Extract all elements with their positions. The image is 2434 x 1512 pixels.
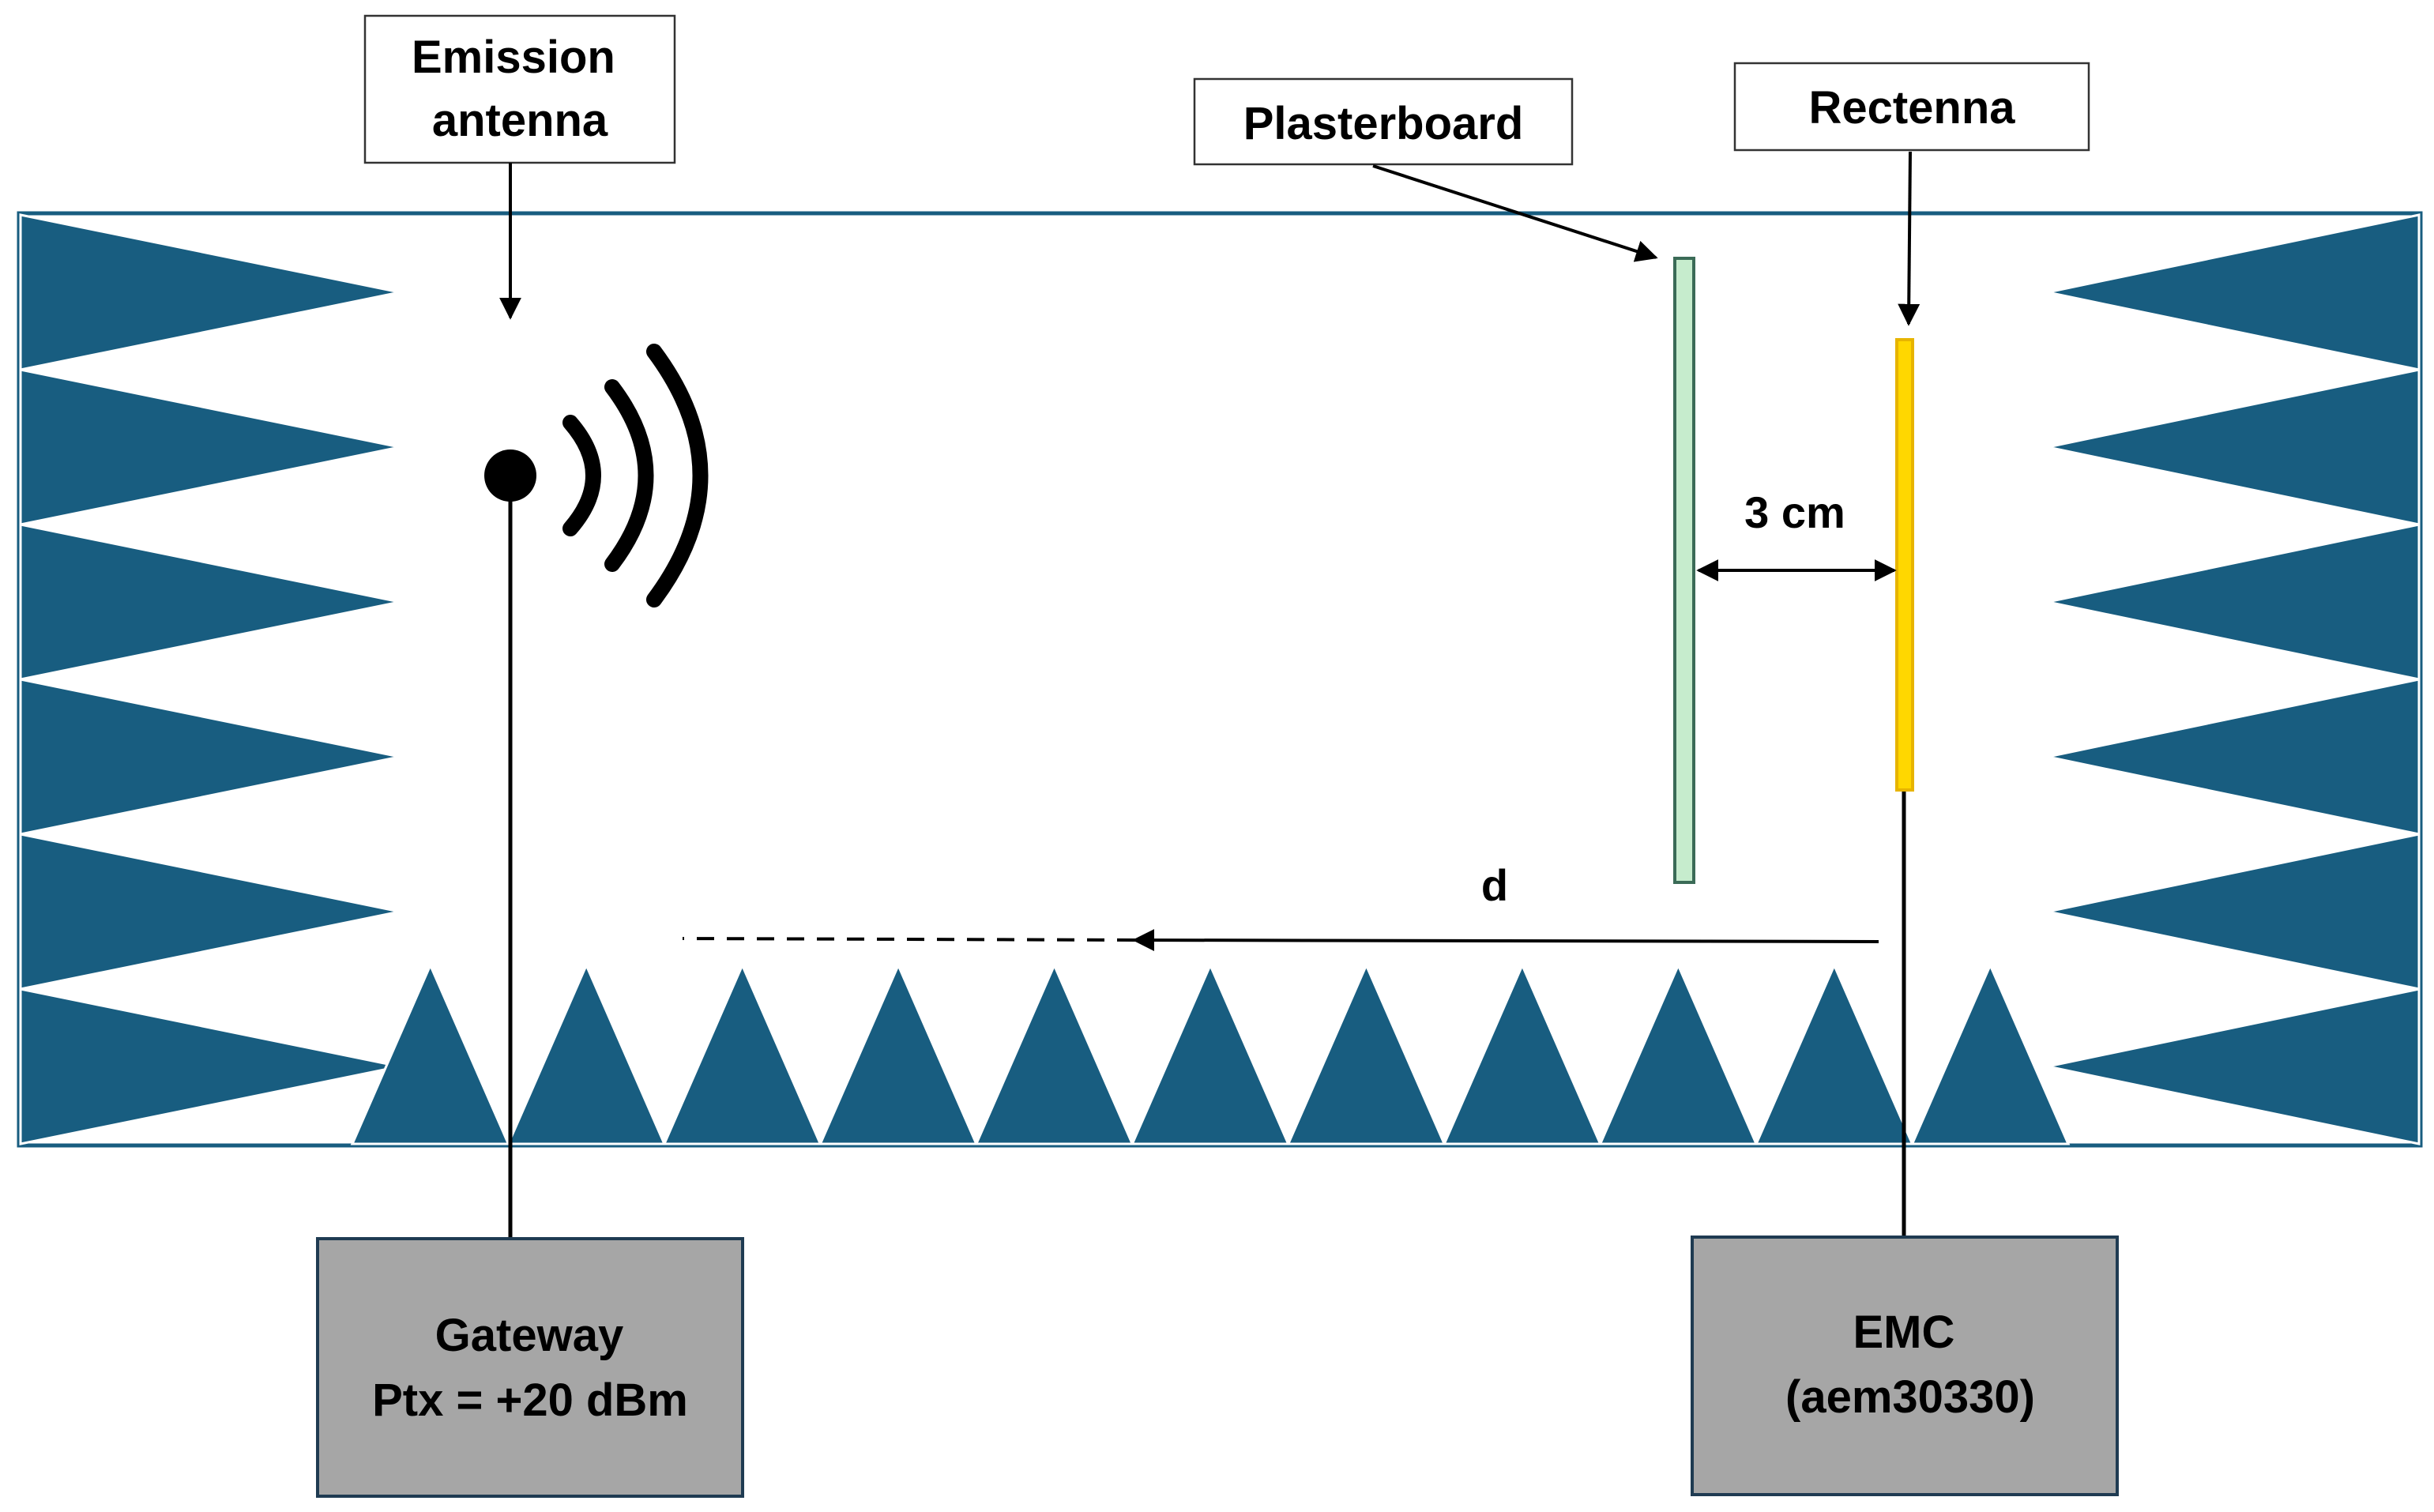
right-absorber-cone (2047, 678, 2421, 836)
gateway-box: Gateway Ptx = +20 dBm (316, 1237, 744, 1498)
emc-box: EMC (aem30330) (1691, 1236, 2119, 1496)
gateway-label-line2: Ptx = +20 dBm (372, 1375, 688, 1426)
callout-arrow (1372, 164, 1658, 262)
floor-absorber-cone (662, 962, 822, 1145)
floor-absorber-cone (1598, 962, 1759, 1145)
distance-dashed-line (682, 937, 1135, 942)
rectenna-callout: Rectenna (1733, 62, 2090, 326)
emc-label: EMC (aem30330) (1785, 1307, 2035, 1423)
left-absorber-cone (19, 833, 401, 991)
antenna-source-dot (484, 449, 536, 502)
callout-box (1193, 77, 1574, 166)
plasterboard-callout: Plasterboard (1193, 77, 1658, 262)
left-absorber-cone (19, 523, 401, 681)
callout-label-line2: antenna (432, 95, 608, 146)
left-wall-absorbers (19, 213, 401, 1145)
gateway-rect (316, 1237, 744, 1498)
left-absorber-cone (19, 987, 401, 1145)
floor-absorber-cone (350, 962, 510, 1145)
callout-label: Rectenna (1808, 82, 2015, 134)
right-absorber-cone (2047, 833, 2421, 991)
floor-absorber-cone (818, 962, 979, 1145)
emission-antenna (484, 344, 709, 1240)
floor-absorber-cone (1442, 962, 1602, 1145)
rectenna-panel (1895, 338, 1914, 792)
floor-absorber-cone (1286, 962, 1446, 1145)
emc-rect (1691, 1236, 2119, 1496)
callout-box (363, 14, 676, 164)
gap-dimension: 3 cm (1696, 487, 1897, 581)
floor-absorber-cone (1754, 962, 1914, 1145)
callout-label-line1: Emission (412, 32, 615, 83)
floor-absorber-cone (974, 962, 1134, 1145)
distance-label: d (1481, 860, 1508, 910)
distance-indicator: d (682, 860, 1879, 952)
floor-absorber-cone (1910, 962, 2071, 1145)
callout-label: Emission antenna (412, 32, 628, 146)
floor-absorbers (350, 962, 2071, 1145)
right-absorber-cone (2047, 987, 2421, 1145)
wifi-signal-icon (562, 344, 709, 607)
floor-absorber-cone (506, 962, 667, 1145)
left-absorber-cone (19, 213, 401, 371)
right-absorber-cone (2047, 523, 2421, 681)
plasterboard-panel (1673, 257, 1695, 884)
callout-arrow (1898, 151, 1920, 326)
emc-label-line1: EMC (1853, 1307, 1954, 1358)
right-wall-absorbers (2047, 213, 2421, 1145)
gap-label: 3 cm (1744, 487, 1845, 537)
gateway-label: Gateway Ptx = +20 dBm (372, 1310, 688, 1426)
right-absorber-cone (2047, 213, 2421, 371)
callout-label: Plasterboard (1243, 98, 1524, 149)
left-absorber-cone (19, 368, 401, 526)
emc-label-line2: (aem30330) (1785, 1371, 2035, 1423)
right-absorber-cone (2047, 368, 2421, 526)
left-absorber-cone (19, 678, 401, 836)
distance-arrow (1132, 929, 1879, 952)
gateway-label-line1: Gateway (435, 1310, 624, 1361)
floor-absorber-cone (1130, 962, 1291, 1145)
emission-antenna-callout: Emission antenna (363, 14, 676, 320)
callout-box (1733, 62, 2090, 152)
